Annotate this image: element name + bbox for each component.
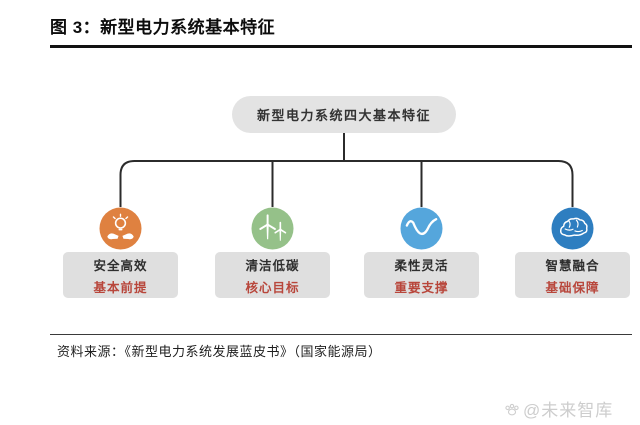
feature-card-safety: 安全高效 基本前提	[63, 252, 178, 298]
source-divider	[50, 334, 632, 335]
feature-tag: 基础保障	[545, 280, 600, 295]
paw-icon	[505, 403, 519, 415]
feature-label: 安全高效	[93, 258, 148, 273]
feature-column-clean: 清洁低碳 核心目标	[215, 207, 330, 298]
feature-card-smart: 智慧融合 基础保障	[515, 252, 630, 298]
title-underline	[50, 45, 632, 48]
feature-column-flexible: 柔性灵活 重要支撑	[364, 207, 479, 298]
brain-icon	[551, 207, 594, 250]
wind-turbines-icon	[251, 207, 294, 250]
feature-tag: 重要支撑	[394, 280, 449, 295]
feature-label: 智慧融合	[545, 258, 600, 273]
feature-column-safety: 安全高效 基本前提	[63, 207, 178, 298]
feature-tag: 核心目标	[245, 280, 300, 295]
feature-card-clean: 清洁低碳 核心目标	[215, 252, 330, 298]
feature-tag: 基本前提	[93, 280, 148, 295]
hands-holding-bulb-icon	[99, 207, 142, 250]
watermark-text: @未来智库	[523, 401, 614, 420]
root-node: 新型电力系统四大基本特征	[232, 96, 456, 133]
feature-column-smart: 智慧融合 基础保障	[515, 207, 630, 298]
feature-label: 柔性灵活	[394, 258, 449, 273]
figure-title: 图 3：新型电力系统基本特征	[50, 18, 276, 37]
wave-icon	[400, 207, 443, 250]
root-node-label: 新型电力系统四大基本特征	[256, 108, 431, 123]
watermark: @未来智库	[504, 396, 613, 421]
feature-card-flexible: 柔性灵活 重要支撑	[364, 252, 479, 298]
source-text: 资料来源：《新型电力系统发展蓝皮书》（国家能源局）	[57, 344, 382, 359]
feature-label: 清洁低碳	[245, 258, 300, 273]
